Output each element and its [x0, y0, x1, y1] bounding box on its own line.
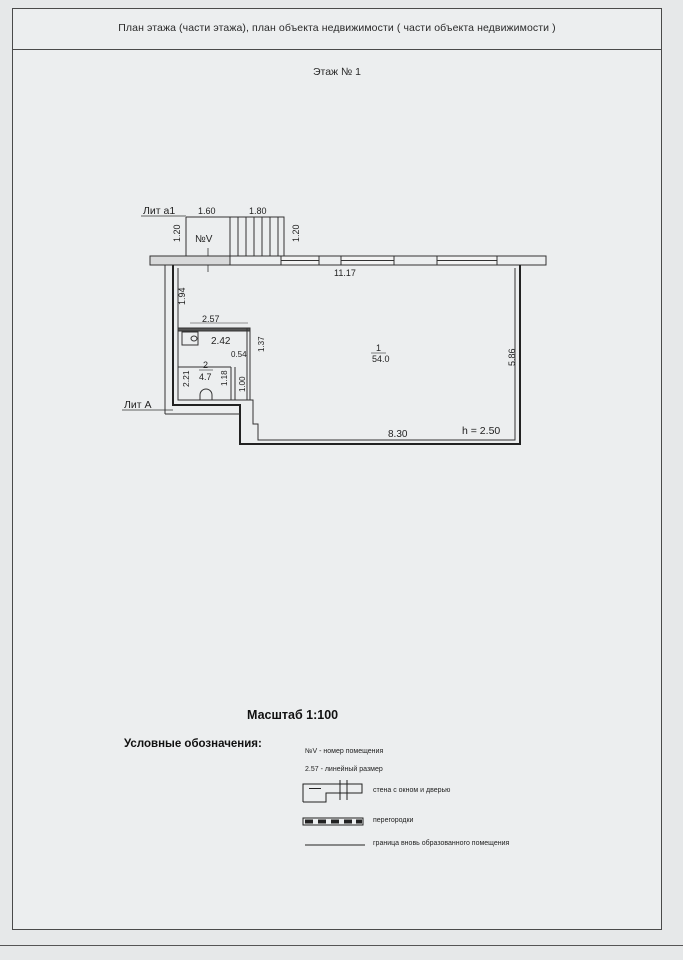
- top-wall: [149, 255, 547, 266]
- svg-text:2: 2: [203, 360, 208, 370]
- floor-title: Этаж № 1: [312, 66, 362, 78]
- legend-title: Условные обозначения:: [124, 738, 262, 750]
- svg-text:54.0: 54.0: [372, 354, 390, 364]
- dim-door-118: 1.18: [220, 370, 229, 386]
- dim-left-upper: 1.94: [177, 287, 187, 305]
- dim-porch-depth-left: 1.20: [172, 224, 182, 242]
- inner-walls: [164, 264, 516, 441]
- legend-item-wall: стена с окном и дверью: [373, 787, 451, 794]
- ceiling-height: h = 2.50: [462, 425, 500, 437]
- sheet-header: План этажа (части этажа), план объекта н…: [13, 9, 661, 50]
- dim-wc-inner: 2.42: [211, 336, 231, 347]
- dim-bottom-width: 8.30: [388, 429, 408, 440]
- legend-item-partition: перегородки: [373, 817, 414, 824]
- legend-symbol-wall: [302, 780, 363, 803]
- dim-door-100: 1.00: [238, 376, 247, 392]
- lit-a-label: Лит А: [124, 399, 152, 411]
- lit-a1-label: Лит а1: [143, 205, 175, 217]
- dim-stairs-width: 1.80: [249, 206, 267, 216]
- page-bottom-rule: [0, 945, 683, 946]
- dim-left-lower: 2.21: [181, 370, 191, 387]
- scale-label: Масштаб 1:100: [247, 708, 339, 722]
- legend-symbol-partition: [302, 817, 364, 826]
- wc-partitions: [177, 327, 251, 400]
- dim-wall-054: 0.54: [231, 350, 247, 359]
- dim-porch-depth-right: 1.20: [291, 224, 301, 242]
- svg-text:4.7: 4.7: [199, 372, 212, 382]
- room-1-label: 1 54.0: [371, 343, 390, 364]
- legend-item-boundary: граница вновь образованного помещения: [373, 840, 510, 847]
- dim-total-width: 11.17: [334, 268, 356, 278]
- exterior-walls: [172, 265, 521, 445]
- sheet-title: План этажа (части этажа), план объекта н…: [118, 22, 556, 34]
- dim-wc-depth: 1.37: [257, 336, 266, 352]
- dim-wc-width: 2.57: [202, 314, 220, 324]
- dim-right-height: 5.86: [507, 348, 517, 366]
- dim-porch-width: 1.60: [198, 206, 216, 216]
- plan-sheet: План этажа (части этажа), план объекта н…: [12, 8, 662, 930]
- room-number-v: №V: [195, 234, 213, 245]
- room-2-label: 2 4.7: [199, 360, 213, 382]
- legend-item-room-number: №V - номер помещения: [305, 748, 384, 755]
- svg-text:1: 1: [376, 343, 381, 353]
- legend-item-linear-size: 2.57 - линейный размер: [305, 766, 383, 773]
